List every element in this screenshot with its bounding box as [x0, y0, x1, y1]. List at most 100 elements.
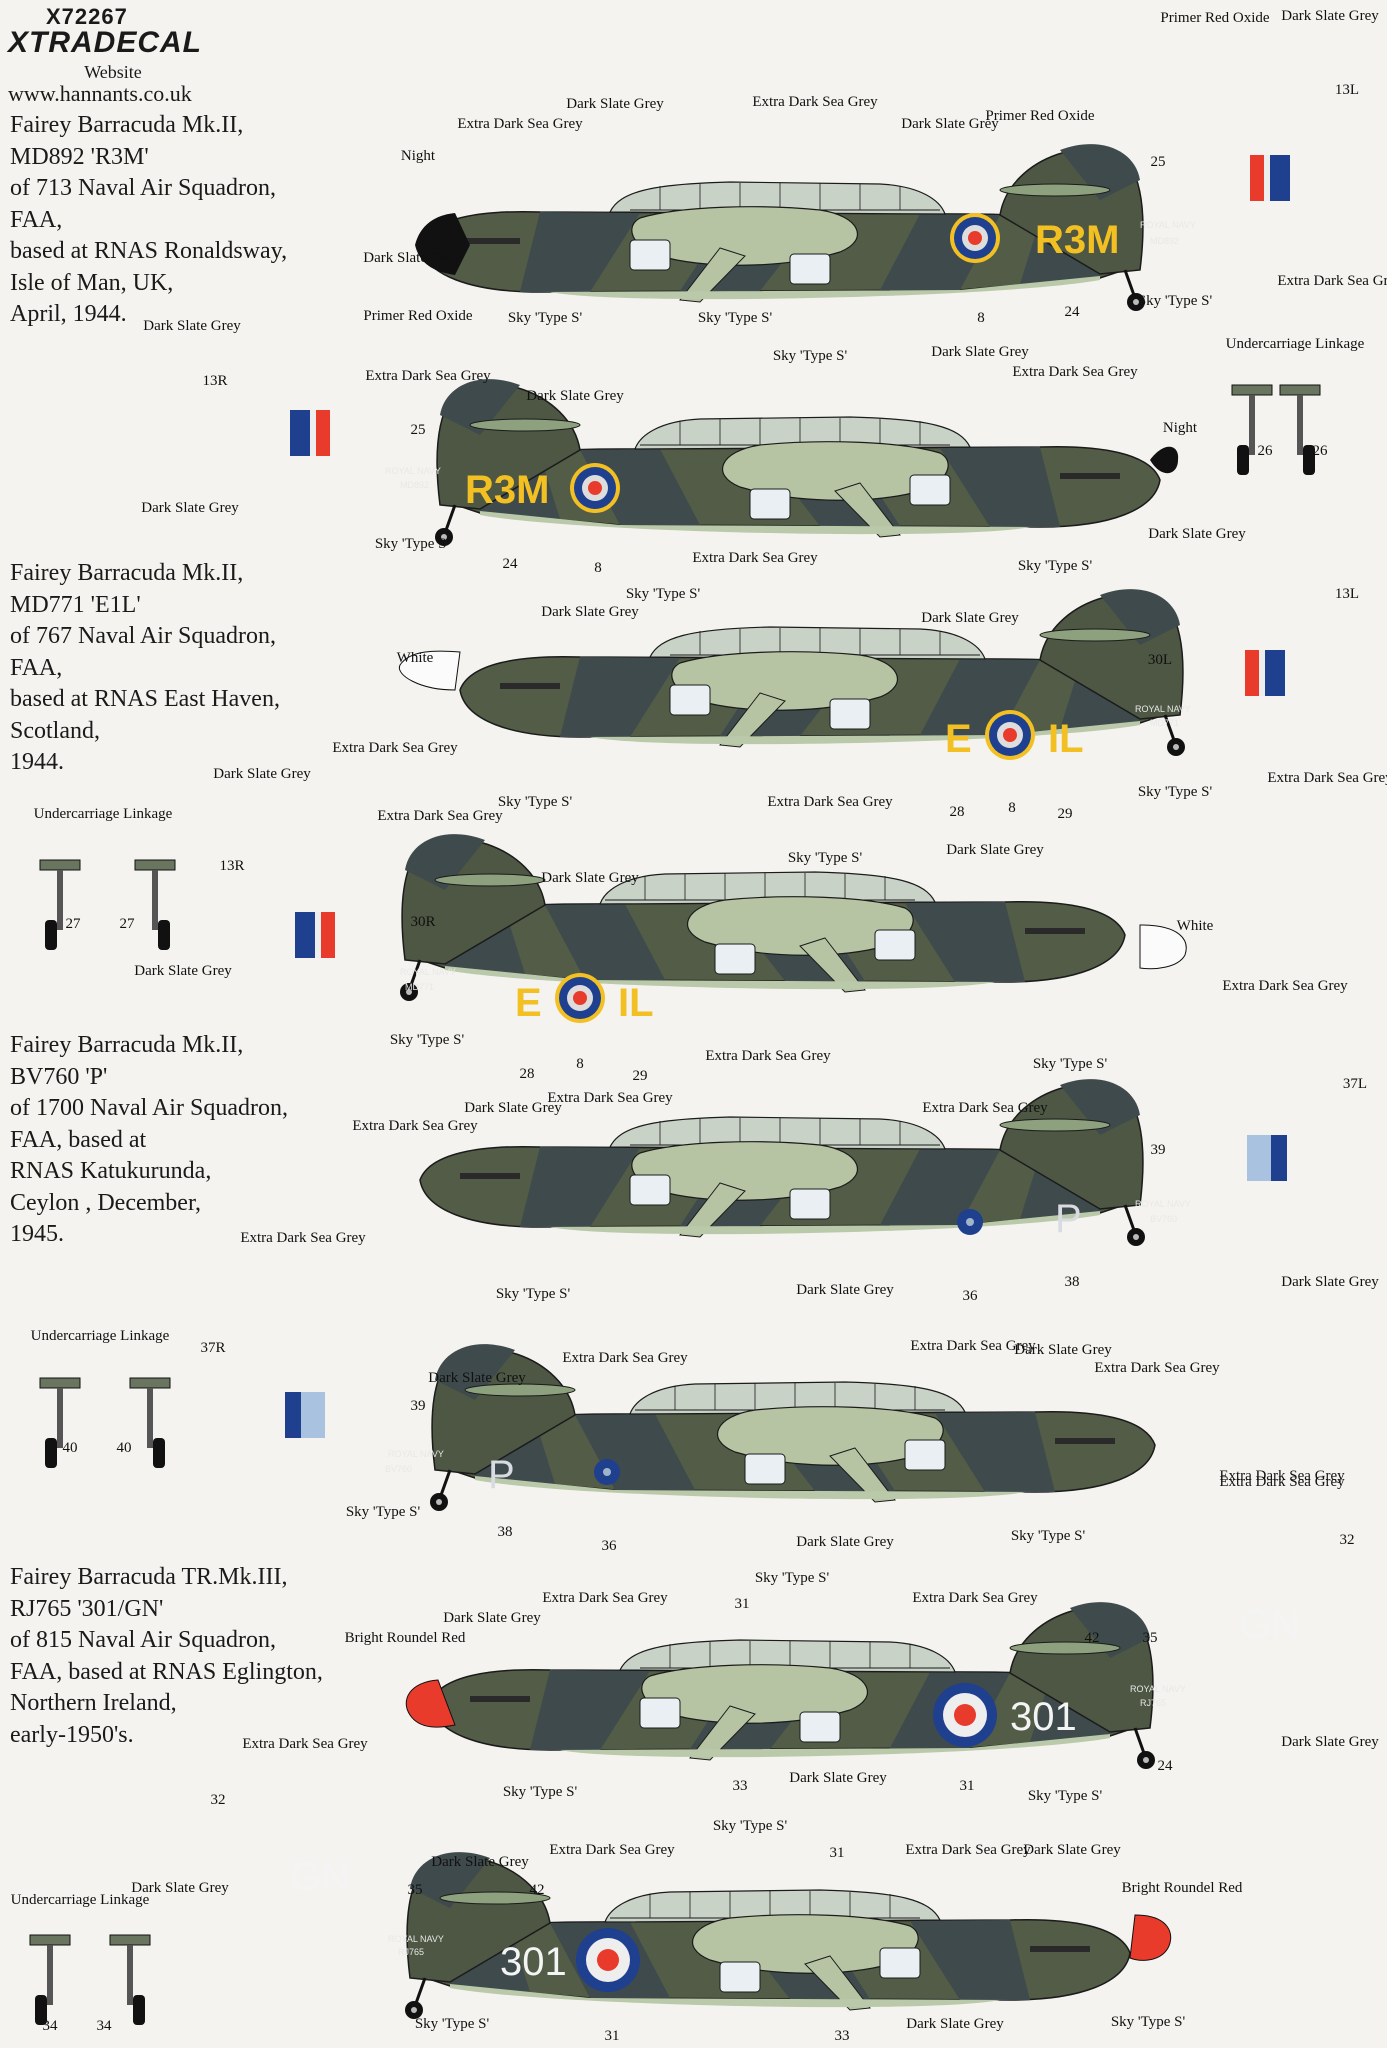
svg-text:MD892: MD892: [1150, 236, 1179, 246]
undercarriage-34: Undercarriage Linkage 34 34: [11, 1892, 150, 2034]
svg-text:29: 29: [633, 1068, 648, 1084]
svg-text:26: 26: [1258, 443, 1274, 459]
svg-text:Extra Dark Sea Grey: Extra Dark Sea Grey: [905, 1842, 1031, 1858]
svg-text:Extra Dark Sea Grey: Extra Dark Sea Grey: [1267, 770, 1387, 786]
brand-block: X72267 XTRADECAL Website www.hannants.co…: [8, 4, 228, 107]
svg-text:39: 39: [1151, 1142, 1166, 1158]
svg-text:Bright Roundel Red: Bright Roundel Red: [1122, 1880, 1243, 1896]
svg-text:ROYAL NAVY: ROYAL NAVY: [1135, 1199, 1191, 1209]
svg-text:Bright Roundel Red: Bright Roundel Red: [345, 1630, 466, 1646]
svg-text:13L: 13L: [1335, 586, 1359, 602]
svg-text:E: E: [515, 981, 542, 1025]
svg-text:Sky 'Type S': Sky 'Type S': [788, 850, 863, 866]
svg-text:Sky 'Type S': Sky 'Type S': [415, 2016, 490, 2032]
svg-text:Undercarriage Linkage: Undercarriage Linkage: [1226, 336, 1365, 352]
svg-text:Extra Dark Sea Grey: Extra Dark Sea Grey: [352, 1118, 478, 1134]
svg-text:27: 27: [120, 916, 136, 932]
svg-text:26: 26: [1313, 443, 1329, 459]
code-bv760-right: P: [488, 1453, 515, 1497]
svg-text:Sky 'Type S': Sky 'Type S': [1028, 1788, 1103, 1804]
svg-text:Dark Slate Grey: Dark Slate Grey: [464, 1100, 562, 1116]
svg-text:Extra Dark Sea Grey: Extra Dark Sea Grey: [1219, 1468, 1345, 1484]
svg-text:MD892: MD892: [400, 480, 429, 490]
svg-text:Dark Slate Grey: Dark Slate Grey: [931, 344, 1029, 360]
svg-text:Extra Dark Sea Grey: Extra Dark Sea Grey: [1222, 978, 1348, 994]
svg-text:24: 24: [1065, 304, 1081, 320]
svg-text:Dark Slate Grey: Dark Slate Grey: [946, 842, 1044, 858]
svg-text:Extra Dark Sea Grey: Extra Dark Sea Grey: [562, 1350, 688, 1366]
svg-text:36: 36: [963, 1288, 979, 1304]
svg-text:Dark Slate Grey: Dark Slate Grey: [921, 610, 1019, 626]
svg-text:Dark Slate Grey: Dark Slate Grey: [901, 116, 999, 132]
svg-text:Sky 'Type S': Sky 'Type S': [713, 1818, 788, 1834]
description-rj765: Fairey Barracuda TR.Mk.III, RJ765 '301/G…: [10, 1564, 323, 1748]
svg-text:Undercarriage Linkage: Undercarriage Linkage: [34, 806, 173, 822]
svg-text:31: 31: [830, 1845, 845, 1861]
profile-md771-left: E IL ROYAL NAVY MD771 White Dark Slate G…: [332, 526, 1387, 822]
svg-text:38: 38: [498, 1524, 513, 1540]
code-rj765-left: 301: [1010, 1695, 1077, 1739]
svg-text:27: 27: [66, 916, 82, 932]
svg-text:Extra Dark Sea Grey: Extra Dark Sea Grey: [457, 116, 583, 132]
svg-text:Dark Slate Grey: Dark Slate Grey: [906, 2016, 1004, 2032]
svg-text:Extra Dark Sea Grey: Extra Dark Sea Grey: [912, 1590, 1038, 1606]
svg-text:MD771: MD771: [1150, 718, 1179, 728]
svg-text:Dark Slate Grey: Dark Slate Grey: [1281, 1274, 1379, 1290]
svg-text:Sky 'Type S': Sky 'Type S': [773, 348, 848, 364]
svg-text:40: 40: [63, 1440, 78, 1456]
svg-text:29: 29: [1058, 806, 1073, 822]
svg-text:Dark Slate Grey: Dark Slate Grey: [1023, 1842, 1121, 1858]
svg-text:ROYAL NAVY: ROYAL NAVY: [400, 967, 456, 977]
code-rj765-right: 301: [500, 1940, 567, 1984]
svg-text:Extra Dark Sea Grey: Extra Dark Sea Grey: [1012, 364, 1138, 380]
svg-text:White: White: [1177, 918, 1214, 934]
description-md892: Fairey Barracuda Mk.II, MD892 'R3M' of 7…: [10, 112, 288, 327]
svg-text:Extra Dark Sea Grey: Extra Dark Sea Grey: [1277, 273, 1387, 289]
profile-md892-left: R3M ROYAL NAVY MD892 Night Dark Slate Gr…: [363, 8, 1387, 326]
svg-text:BV760: BV760: [1150, 1214, 1177, 1224]
profile-md892-right: R3M ROYAL NAVY MD892 Dark Slate Grey Pri…: [141, 308, 1198, 576]
svg-text:ROYAL NAVY: ROYAL NAVY: [388, 1449, 444, 1459]
profile-rj765-left: 301 GN ROYAL NAVY RJ765 Bright Roundel R…: [345, 1474, 1380, 1804]
svg-text:35: 35: [408, 1882, 423, 1898]
svg-text:Sky 'Type S': Sky 'Type S': [508, 310, 583, 326]
svg-text:Dark Slate Grey: Dark Slate Grey: [143, 318, 241, 334]
svg-text:Primer Red Oxide: Primer Red Oxide: [363, 308, 472, 324]
svg-text:Sky 'Type S': Sky 'Type S': [503, 1784, 578, 1800]
svg-text:33: 33: [835, 2028, 850, 2044]
website-url[interactable]: www.hannants.co.uk: [8, 81, 192, 106]
svg-text:Extra Dark Sea Grey: Extra Dark Sea Grey: [365, 368, 491, 384]
svg-text:Primer Red Oxide: Primer Red Oxide: [985, 108, 1094, 124]
svg-text:Dark Slate Grey: Dark Slate Grey: [566, 96, 664, 112]
svg-text:Sky 'Type S': Sky 'Type S': [498, 794, 573, 810]
undercarriage-40: Undercarriage Linkage 40 40: [31, 1328, 170, 1468]
svg-text:Sky 'Type S': Sky 'Type S': [496, 1286, 571, 1302]
svg-text:Sky 'Type S': Sky 'Type S': [626, 586, 701, 602]
svg-text:Dark Slate Grey: Dark Slate Grey: [796, 1534, 894, 1550]
svg-text:ROYAL NAVY: ROYAL NAVY: [388, 1934, 444, 1944]
svg-text:Undercarriage Linkage: Undercarriage Linkage: [31, 1328, 170, 1344]
svg-text:32: 32: [1340, 1532, 1355, 1548]
svg-text:Extra Dark Sea Grey: Extra Dark Sea Grey: [377, 808, 503, 824]
svg-text:24: 24: [1158, 1758, 1174, 1774]
svg-text:Dark Slate Grey: Dark Slate Grey: [789, 1770, 887, 1786]
svg-text:24: 24: [503, 556, 519, 572]
svg-text:28: 28: [950, 804, 965, 820]
svg-text:Sky 'Type S': Sky 'Type S': [698, 310, 773, 326]
svg-text:Extra Dark Sea Grey: Extra Dark Sea Grey: [1094, 1360, 1220, 1376]
svg-text:Extra Dark Sea Grey: Extra Dark Sea Grey: [752, 94, 878, 110]
svg-text:Extra Dark Sea Grey: Extra Dark Sea Grey: [547, 1090, 673, 1106]
svg-text:Dark Slate Grey: Dark Slate Grey: [1014, 1342, 1112, 1358]
svg-text:Sky 'Type S': Sky 'Type S': [346, 1504, 421, 1520]
svg-text:Dark Slate Grey: Dark Slate Grey: [213, 766, 311, 782]
svg-text:BV760: BV760: [385, 1464, 412, 1474]
svg-text:ROYAL NAVY: ROYAL NAVY: [385, 466, 441, 476]
svg-text:32: 32: [211, 1792, 226, 1808]
profile-bv760-left: P ROYAL NAVY BV760 Extra Dark Sea Grey D…: [352, 978, 1379, 1304]
svg-text:34: 34: [43, 2018, 59, 2034]
svg-text:Primer Red Oxide: Primer Red Oxide: [1160, 10, 1269, 26]
svg-text:8: 8: [977, 310, 985, 326]
svg-text:Dark Slate Grey: Dark Slate Grey: [541, 604, 639, 620]
svg-text:Dark Slate Grey: Dark Slate Grey: [131, 1880, 229, 1896]
